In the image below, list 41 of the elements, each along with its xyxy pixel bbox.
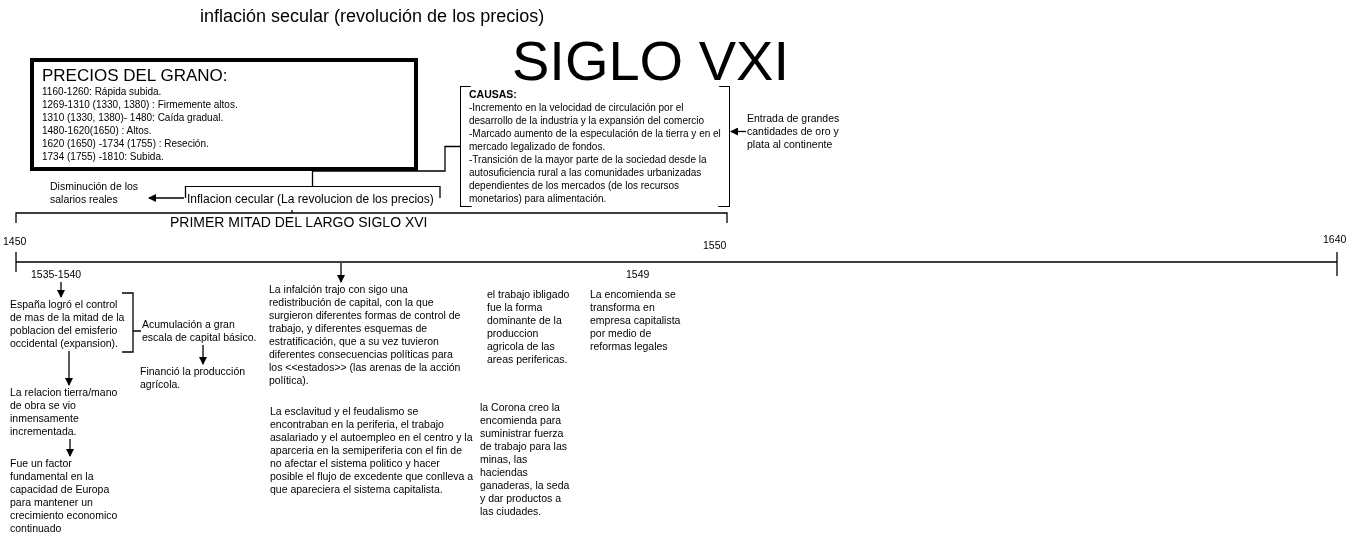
price-list-box xyxy=(30,58,418,171)
note-text: Fue un factor fundamental en la capacidad de Europa para mantener un crecimiento economico continuado xyxy=(10,457,128,535)
arrow xyxy=(65,350,73,386)
connector-line xyxy=(121,292,142,353)
arrow xyxy=(148,194,185,202)
note-text: la Corona creo la encomienda para suministrar fuerza de trabajo para las minas, las haciendas ganaderas, la seda y dar productos a las ciudades. xyxy=(480,401,575,518)
cause-text: -Incremento en la velocidad de circulación por el desarrollo de la industria y la expansión del comercio xyxy=(469,101,706,127)
list-item-text: 1310 (1330, 1380)- 1480: Caída gradual. xyxy=(42,111,225,124)
note-text: España logró el control de mas de la mitad de la poblacion del emisferio occidental (expansion). xyxy=(10,298,128,350)
year-label: 1549 xyxy=(626,269,650,281)
list-item-text: 1734 (1755) -1810: Subida. xyxy=(42,150,165,163)
note-text: 1535-1540 xyxy=(31,268,91,281)
note-text: Acumulación a gran escala de capital básico. xyxy=(142,318,264,344)
note-text: La relacion tierra/mano de obra se vio inmensamente incrementada. xyxy=(10,386,130,438)
list-item-text: 1269-1310 (1330, 1380) : Firmemente altos. xyxy=(42,98,239,111)
bracketed-label: Inflacion cecular (La revolucion de los precios) xyxy=(185,186,440,210)
arrow xyxy=(66,438,74,457)
note-text: La encomienda se transforma en empresa capitalista por medio de reformas legales xyxy=(590,288,695,353)
list-item-text: 1160-1260: Rápida subida. xyxy=(42,85,163,98)
title: inflación secular (revolución de los precios) xyxy=(200,6,545,27)
cause-text: -Marcado aumento de la especulación de la tierra y en el mercado legalizado de fondos. xyxy=(469,127,722,153)
year-label: 1450 xyxy=(3,236,27,248)
connector-line xyxy=(311,145,461,187)
year-label: 1640 xyxy=(1323,234,1347,246)
list-item-text: 1620 (1650) -1734 (1755) : Reseción. xyxy=(42,137,210,150)
arrow xyxy=(337,262,345,283)
note-text: Financió la producción agrícola. xyxy=(140,365,258,391)
cause-text: -Transición de la mayor parte de la sociedad desde la autosuficiencia rural a las comunidades urbanizadas dependientes de los mercados (de los recursos monetarios) para alimentación. xyxy=(469,153,708,205)
note-text: el trabajo ibligado fue la forma dominante de la produccion agricola de las areas perifericas. xyxy=(487,288,573,366)
note-text: La infalción trajo con sigo una redistribución de capital, con la que surgieron diferentes formas de control de trabajo, y diferentes esquemas de estratificación, que a su vez tuvieron diferentes consecuencias políticas para los <<estados>> (las arenas de la acción política). xyxy=(269,283,469,387)
box-heading: PRECIOS DEL GRANO: xyxy=(42,66,229,85)
year-label: 1550 xyxy=(703,240,727,252)
arrow xyxy=(730,127,747,136)
list-item-text: 1480-1620(1650) : Altos. xyxy=(42,124,153,137)
causes-bracket-box xyxy=(460,86,730,207)
arrow xyxy=(57,281,65,298)
note-text: Entrada de grandes cantidades de oro y plata al continente xyxy=(747,112,842,151)
period-label: PRIMER MITAD DEL LARGO SIGLO XVI xyxy=(170,215,428,231)
note-text: Disminución de los salarios reales xyxy=(50,180,148,206)
note-text: La esclavitud y el feudalismo se encontraban en la periferia, el trabajo asalariado y el autoempleo en el centro y la aparceria en la semiperiferia con el fin de no afectar el sistema politico y hacer posible el flujo de excedente que conlleva a que apareciera el sistema capitalista. xyxy=(270,405,474,496)
arrow xyxy=(199,344,207,365)
